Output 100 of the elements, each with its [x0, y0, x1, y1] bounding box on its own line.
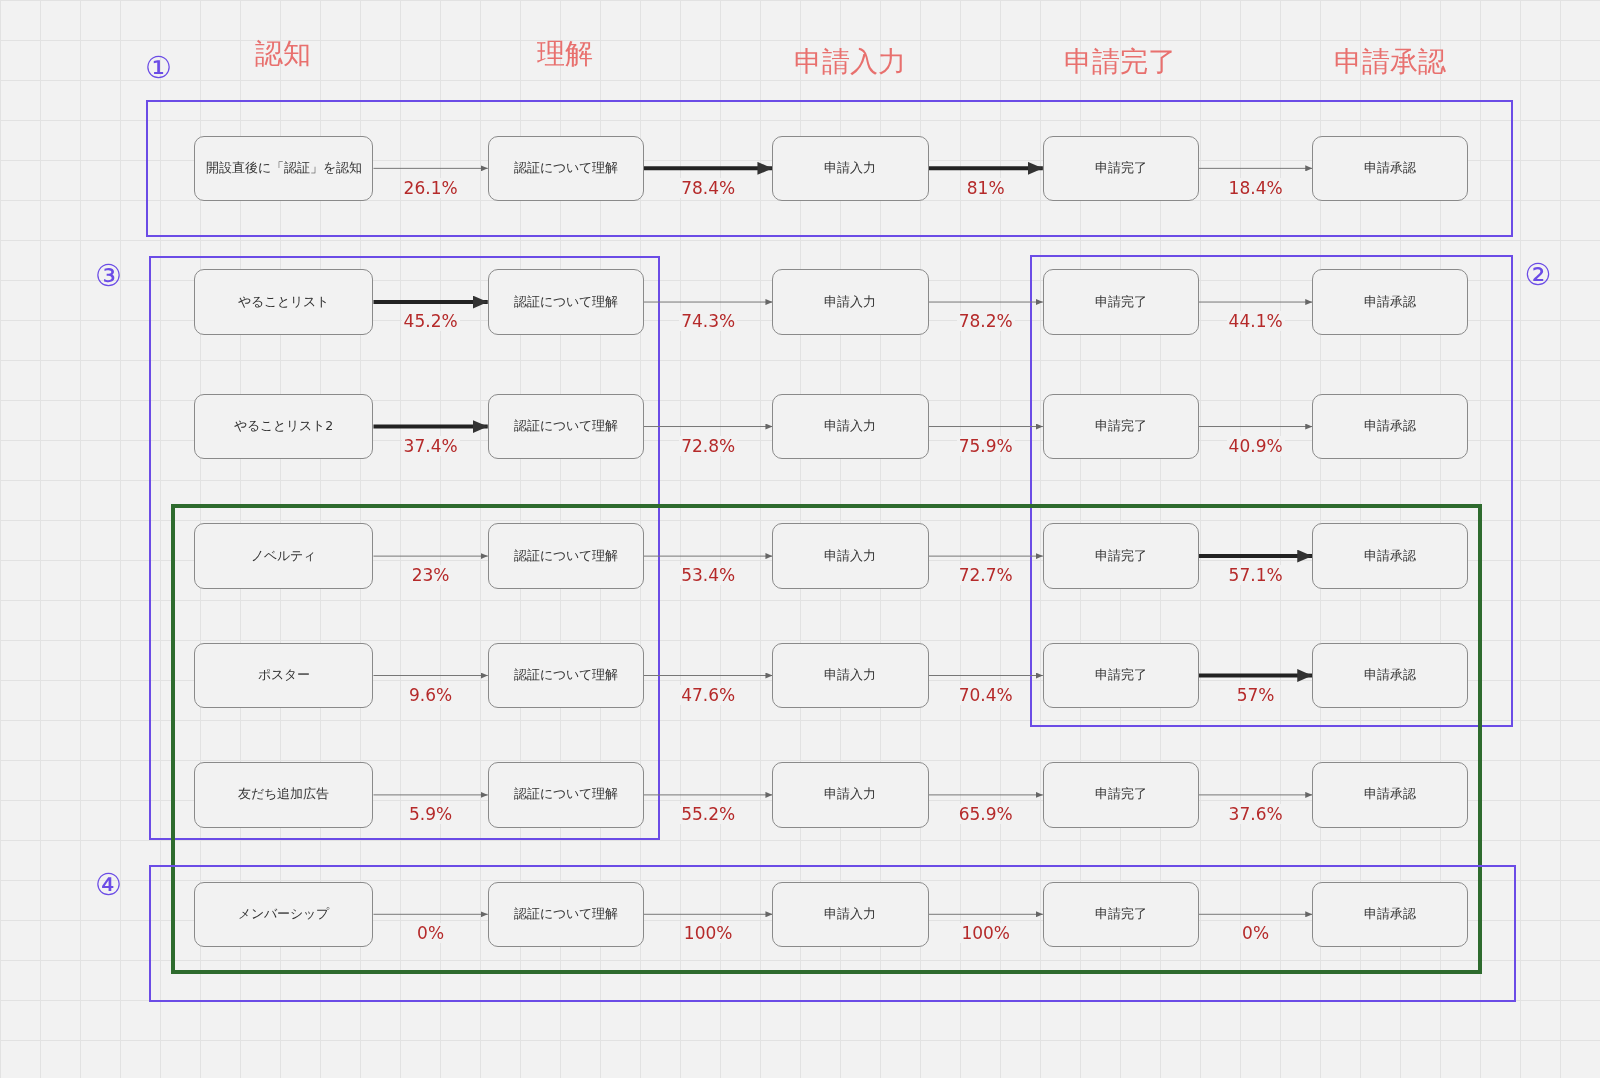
step-box [1042, 269, 1199, 335]
step-box [1042, 393, 1199, 460]
arrow [928, 553, 1044, 560]
step-label: 申請完了 [1094, 667, 1147, 684]
edge-label: 5.9% [407, 804, 455, 825]
step-box [487, 135, 644, 201]
step-box [772, 269, 929, 335]
step-label: やることリスト [238, 293, 330, 311]
step-label: 認証について理解 [513, 905, 618, 923]
arrow [1198, 165, 1313, 172]
arrow [372, 911, 489, 918]
edge-label: 72.8% [679, 435, 738, 456]
column-header: 認知 [254, 35, 311, 72]
step-label: 申請入力 [824, 293, 877, 311]
step-label: ノベルティ [251, 547, 317, 565]
step-box [772, 881, 929, 947]
edge-label: 65.9% [956, 804, 1015, 825]
step-box [487, 523, 644, 589]
arrow [373, 295, 488, 309]
step-box [1042, 523, 1199, 589]
edge-label: 100% [959, 923, 1012, 944]
step-label: 友だち追加広告 [238, 786, 330, 804]
step-label: 開設直後に「認証」を認知 [205, 159, 362, 177]
arrow [643, 672, 773, 679]
step-label: 認証について理解 [513, 667, 618, 684]
step-box [1312, 135, 1469, 201]
arrow [928, 423, 1044, 430]
step-label: ポスター [257, 667, 310, 684]
step-box [772, 523, 929, 589]
step-label: 申請完了 [1094, 786, 1147, 804]
step-box [772, 135, 929, 201]
step-box [1312, 642, 1469, 709]
step-label: 認証について理解 [513, 293, 618, 311]
group-number: ② [1524, 260, 1552, 291]
arrow [372, 553, 489, 560]
step-box [193, 135, 374, 201]
step-box [1312, 762, 1469, 828]
step-label: 申請承認 [1364, 667, 1417, 684]
step-label: 申請入力 [824, 418, 877, 435]
arrow [928, 161, 1043, 175]
step-box [193, 269, 374, 335]
arrow [1198, 911, 1313, 918]
step-box [1042, 135, 1199, 201]
column-header: 申請完了 [1064, 43, 1177, 80]
arrow [928, 911, 1044, 918]
arrow [643, 791, 773, 798]
arrow [372, 165, 489, 172]
step-box [1042, 881, 1199, 947]
edge-label: 53.4% [679, 565, 738, 586]
step-label: 認証について理解 [513, 547, 618, 565]
step-box [193, 881, 374, 947]
step-label: 申請完了 [1094, 905, 1147, 923]
group-number: ① [144, 53, 172, 84]
edge-label: 44.1% [1226, 311, 1285, 332]
arrow [372, 791, 489, 798]
edge-label: 0% [1240, 923, 1272, 944]
edge-label: 0% [415, 923, 447, 944]
step-box [1312, 523, 1469, 589]
step-label: 申請完了 [1094, 418, 1147, 435]
step-label: やることリスト2 [234, 418, 334, 435]
arrow [373, 420, 488, 434]
step-label: 申請入力 [824, 547, 877, 565]
step-box [1312, 269, 1469, 335]
arrow [643, 423, 773, 430]
step-label: 申請完了 [1094, 547, 1147, 565]
column-header: 申請入力 [794, 43, 906, 80]
step-box [487, 269, 644, 335]
step-box [193, 762, 374, 828]
step-label: 申請完了 [1094, 159, 1147, 177]
arrow [928, 672, 1044, 679]
step-box [772, 393, 929, 460]
arrow [643, 299, 773, 306]
edge-label: 78.4% [679, 177, 738, 198]
step-box [487, 642, 644, 709]
step-box [193, 642, 374, 709]
step-box [1042, 642, 1199, 709]
step-label: 認証について理解 [513, 418, 618, 435]
step-label: 申請完了 [1094, 293, 1147, 311]
arrow [928, 299, 1044, 306]
edge-label: 37.4% [401, 435, 460, 456]
step-label: 申請入力 [824, 905, 877, 923]
step-label: 申請承認 [1364, 905, 1417, 923]
step-label: 申請承認 [1364, 418, 1417, 435]
group-number: ③ [94, 261, 122, 292]
edge-label: 47.6% [679, 684, 738, 705]
step-box [487, 393, 644, 460]
edge-label: 57.1% [1226, 565, 1285, 586]
arrow [643, 911, 773, 918]
arrow [1198, 791, 1313, 798]
step-label: メンバーシップ [238, 905, 330, 923]
edge-label: 78.2% [956, 311, 1015, 332]
edge-label: 37.6% [1226, 804, 1285, 825]
step-label: 申請入力 [824, 159, 877, 177]
step-box [772, 762, 929, 828]
step-box [1312, 881, 1469, 947]
arrow [1198, 299, 1313, 306]
edge-label: 81% [964, 177, 1007, 198]
step-label: 申請承認 [1364, 159, 1417, 177]
edge-label: 45.2% [401, 311, 460, 332]
step-label: 認証について理解 [513, 786, 618, 804]
